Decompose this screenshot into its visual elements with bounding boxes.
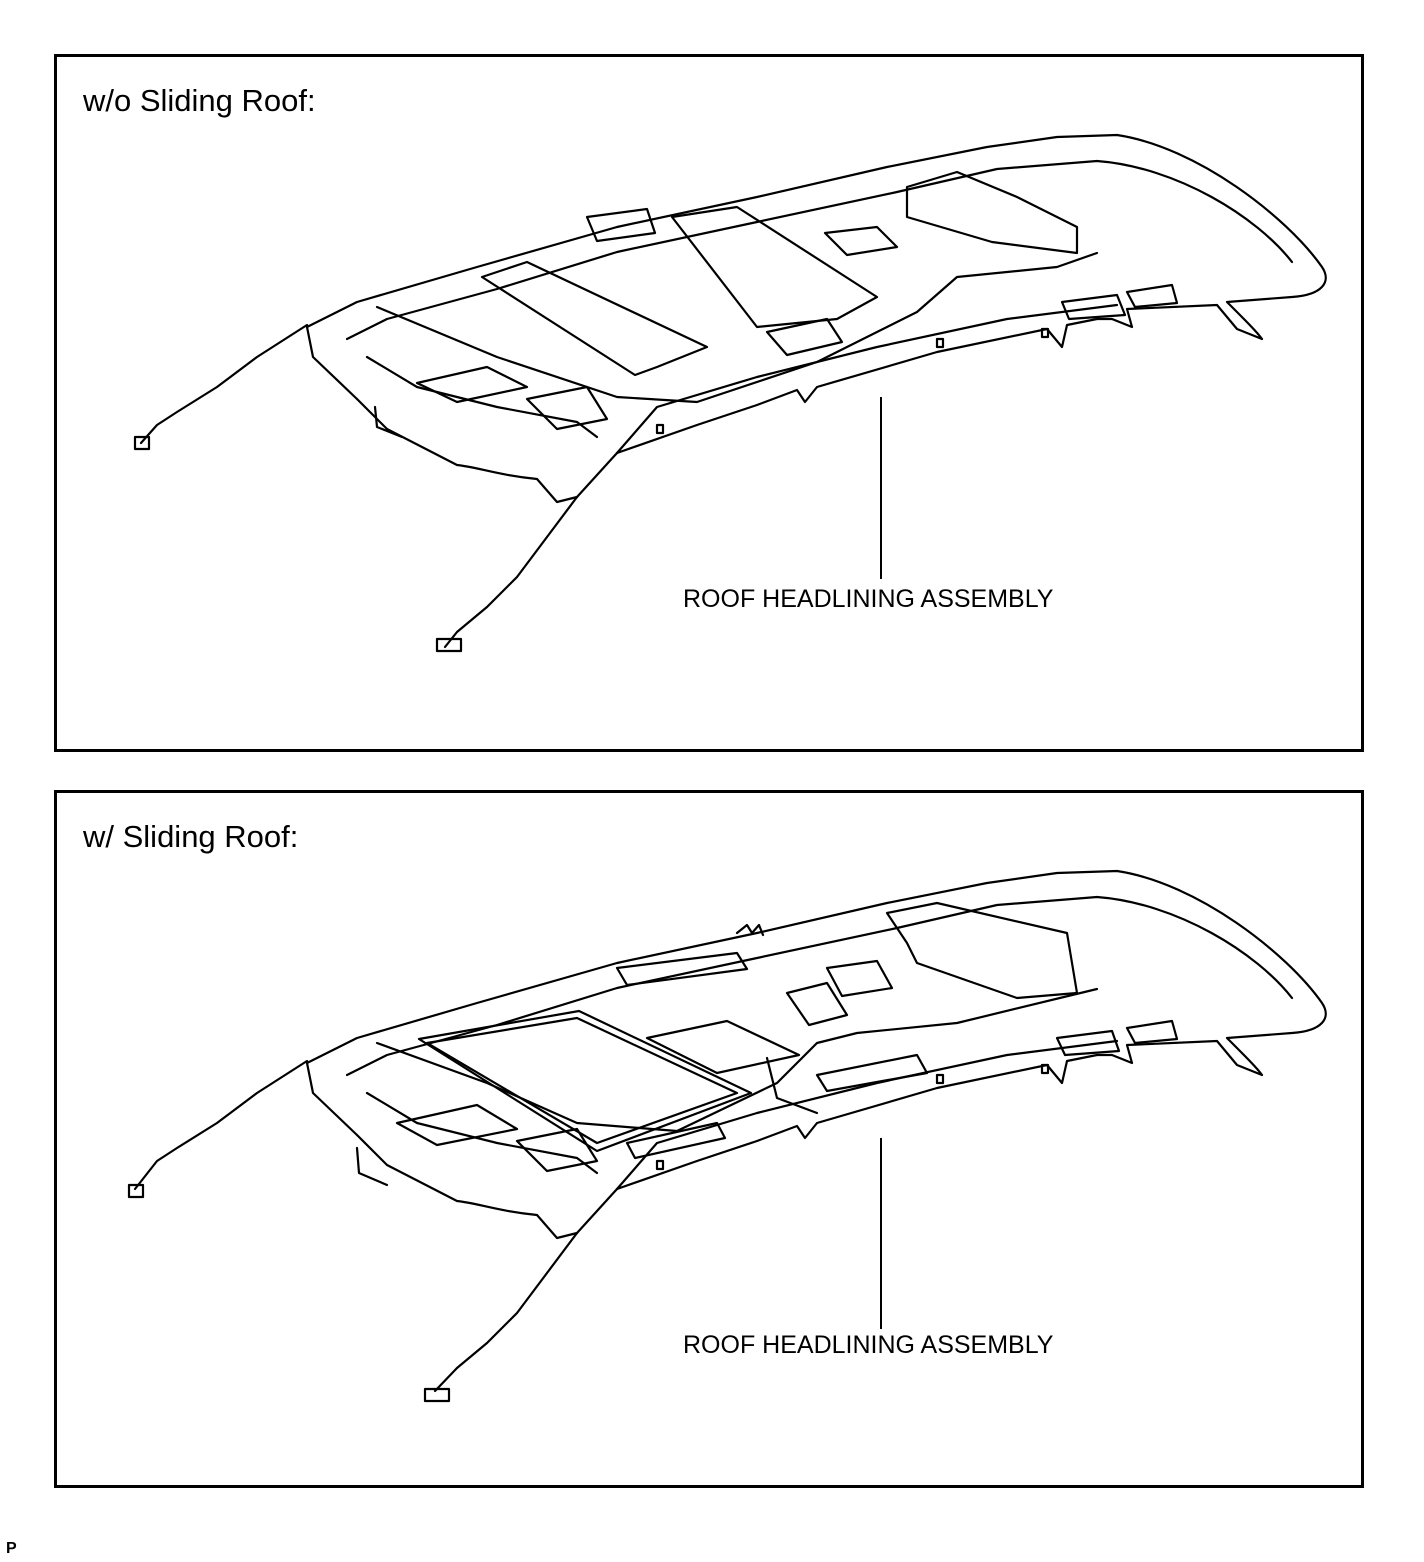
callout-label: ROOF HEADLINING ASSEMBLY — [683, 585, 1054, 613]
opening-1 — [417, 367, 527, 402]
wire-harness-front — [141, 325, 307, 443]
sliding-roof-frame — [419, 1011, 751, 1151]
wire-branch — [375, 407, 402, 437]
front-section-edge — [367, 357, 597, 437]
wire-branch-2 — [767, 1058, 817, 1113]
headliner-outline — [307, 135, 1326, 502]
wire-harness-side — [435, 1233, 577, 1391]
wire-harness-side — [445, 497, 577, 647]
connector-front — [135, 437, 149, 449]
connector-front — [129, 1185, 143, 1197]
rear-edge-line — [617, 305, 1117, 453]
grille-2 — [817, 1055, 927, 1091]
page-code: P — [6, 1540, 17, 1557]
wire-harness-front — [135, 1061, 307, 1189]
opening-2 — [517, 1129, 597, 1171]
headliner-inner-edge — [347, 161, 1292, 339]
pad-small-2 — [827, 961, 892, 996]
pad-center-2 — [672, 207, 877, 327]
pad-small-2 — [767, 319, 842, 355]
pad-small-1 — [787, 983, 847, 1025]
grille-3 — [627, 1123, 725, 1158]
wire-harness-top — [377, 253, 1097, 402]
sliding-roof-opening — [427, 1018, 737, 1143]
opening-2 — [527, 387, 607, 429]
callout-label: ROOF HEADLINING ASSEMBLY — [683, 1331, 1054, 1359]
pad-small-1 — [587, 209, 655, 241]
pad-small-4 — [1057, 1031, 1119, 1055]
wire-harness-top — [377, 989, 1097, 1131]
panel-title: w/ Sliding Roof: — [83, 819, 299, 854]
panel-without-sliding-roof: w/o Sliding Roof: — [54, 54, 1364, 752]
pad-center — [482, 262, 707, 375]
pad-small-5 — [1127, 285, 1177, 307]
pad-small-5 — [1127, 1021, 1177, 1043]
headliner-outline — [307, 871, 1326, 1238]
roof-headlining-drawing — [57, 57, 1361, 749]
pad-small-4 — [1062, 295, 1125, 319]
pad-rear — [907, 172, 1077, 253]
opening-1 — [397, 1105, 517, 1145]
wire-branch — [357, 1148, 387, 1185]
connector-side — [437, 639, 461, 651]
connector-side — [425, 1389, 449, 1401]
grille-1 — [617, 953, 747, 985]
pad-small-3 — [825, 227, 897, 255]
panel-rect — [647, 1021, 799, 1073]
roof-headlining-drawing — [57, 793, 1361, 1485]
headliner-inner-edge — [347, 897, 1292, 1075]
rear-edge-line — [617, 1041, 1117, 1189]
pad-rear — [887, 903, 1077, 998]
panel-with-sliding-roof: w/ Sliding Roof: — [54, 790, 1364, 1488]
clip-bracket — [737, 925, 763, 935]
panel-title: w/o Sliding Roof: — [83, 83, 316, 118]
